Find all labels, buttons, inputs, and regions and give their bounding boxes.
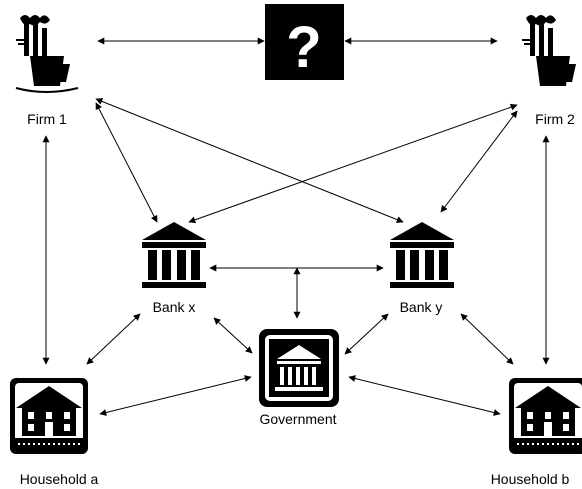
house-icon: [10, 378, 88, 454]
bankx-label: Bank x: [153, 299, 196, 315]
bank-icon: [142, 222, 206, 288]
question-mark-icon: ?: [286, 15, 321, 80]
house-icon: [509, 378, 582, 454]
government-building-icon: [259, 329, 339, 407]
arrows: [42, 37, 550, 416]
question-box: [265, 4, 344, 80]
factory-icon: [15, 15, 79, 93]
arrow-firm2-banky: [440, 110, 518, 213]
factory-icon: [522, 15, 576, 86]
government-label: Government: [259, 411, 336, 427]
arrow-banky-householdb: [460, 313, 514, 365]
arrow-government-householda: [99, 375, 252, 416]
unknown-node: ?: [265, 4, 344, 80]
bank-icon: [390, 222, 454, 288]
householda-label: Household a: [20, 471, 99, 487]
arrow-bankx-householda: [86, 313, 141, 365]
banky-label: Bank y: [400, 299, 443, 315]
arrow-firm1-banky: [95, 98, 404, 223]
householdb-label: Household b: [491, 471, 570, 487]
firm2-label: Firm 2: [535, 111, 575, 127]
arrow-bankx-government: [213, 317, 253, 354]
arrow-firm2-bankx: [188, 103, 518, 224]
arrow-government-householdb: [348, 375, 501, 416]
arrow-firm1-bankx: [95, 102, 158, 223]
arrow-banky-government: [344, 313, 389, 355]
firm1-label: Firm 1: [27, 111, 67, 127]
